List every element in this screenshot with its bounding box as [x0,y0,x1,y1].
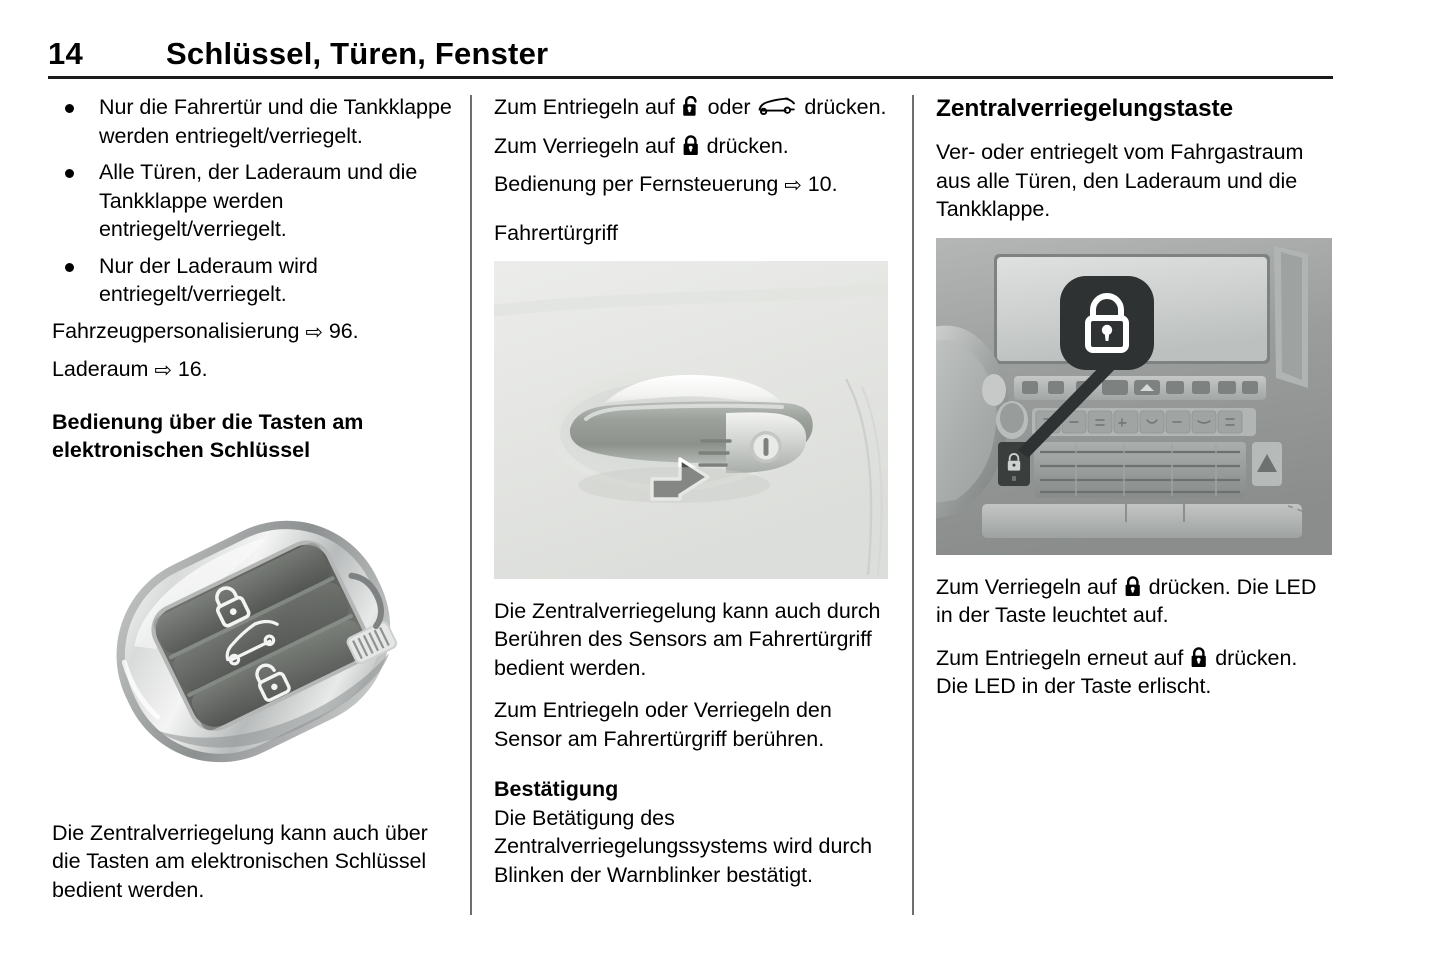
lock-icon [682,134,700,156]
cross-reference-page: 96. [328,318,359,343]
lock-instruction: Zum Verriegeln auf drücken. [494,132,890,161]
right-lock-suffix: drücken. Die LED in der Taste leuchtet a… [936,574,1317,628]
lock-icon [1124,575,1142,597]
list-item-label: Alle Türen, der Laderaum und die Tankkla… [99,160,418,241]
right-lock-prefix: Zum Verriegeln auf [936,574,1117,599]
left-closing-paragraph: Die Zentralverriegelung kann auch über d… [52,820,428,902]
unlock-instruction-suffix: drücken. [804,95,887,119]
confirmation-paragraph: Die Betätigung des Zentralverriegelungss… [494,805,873,887]
bullet-dot-icon [65,169,74,178]
lock-icon [1190,646,1208,668]
cross-reference-label: Bedienung per Fernsteuerung [494,172,779,196]
lock-instruction-suffix: drücken. [706,133,789,158]
figure-electronic-key [52,475,452,801]
figure-title-door-handle: Fahrertürgriff [494,220,618,245]
right-unlock-instruction: Zum Entriegeln erneut auf drücken. Die L… [936,644,1334,701]
reference-arrow-icon: ⇨ [305,320,323,344]
cross-reference-remote: Bedienung per Fernsteuerung ⇨ 10. [494,170,890,199]
column-divider-1 [470,95,472,915]
right-lock-instruction: Zum Verriegeln auf drücken. Die LED in d… [936,573,1334,630]
section-heading-central-locking-button: Zentralverriegelungstaste [936,95,1234,122]
confirmation-heading: Bestätigung [494,777,619,801]
cross-reference-cargo: Laderaum ⇨ 16. [52,355,452,384]
reference-arrow-icon: ⇨ [154,359,172,382]
bullet-dot-icon [65,262,74,272]
lock-instruction-prefix: Zum Verriegeln auf [494,133,675,158]
page-header: 14 Schlüssel, Türen, Fenster [48,34,1333,78]
header-rule [48,76,1333,79]
cross-reference-page: 10. [807,172,838,196]
middle-column: Zum Entriegeln auf oder [494,93,890,903]
page-number: 14 [48,36,83,71]
cross-reference-vehicle-personalisation: Fahrzeugpersonalisierung ⇨ 96. [52,317,452,346]
subheading-key-buttons: Bedienung über die Tasten am elektronisc… [52,409,364,463]
list-item: Nur der Laderaum wird entriegelt/verrieg… [52,252,452,309]
reference-arrow-icon: ⇨ [784,174,802,197]
cross-reference-label: Fahrzeugpersonalisierung [52,318,300,343]
list-item-label: Nur der Laderaum wird entriegelt/verrieg… [99,253,318,307]
chapter-title: Schlüssel, Türen, Fenster [166,36,549,71]
right-intro-paragraph: Ver- oder entriegelt vom Fahrgastraum au… [936,140,1304,221]
bullet-dot-icon [65,104,74,113]
content-columns: Nur die Fahrertür und die Tankklappe wer… [0,93,1445,918]
right-unlock-suffix: drücken. Die LED in der Taste erlischt. [936,645,1298,699]
list-item-label: Nur die Fahrertür und die Tankklappe wer… [99,95,452,148]
unlock-instruction-prefix: Zum Entriegeln auf [494,95,675,119]
unlock-instruction: Zum Entriegeln auf oder [494,93,890,122]
figure-driver-door-handle [494,260,888,579]
middle-paragraph-2: Zum Entriegeln oder Verriegeln den Senso… [494,698,832,751]
middle-paragraph-1: Die Zentralverriegelung kann auch durch … [494,598,881,680]
locking-modes-list: Nur die Fahrertür und die Tankklappe wer… [52,93,452,309]
right-column: Zentralverriegelungstaste Ver- oder entr… [936,93,1334,715]
cross-reference-label: Laderaum [52,357,149,381]
tailgate-car-icon [757,96,797,117]
figure-dashboard-central-locking [936,237,1332,555]
list-item: Nur die Fahrertür und die Tankklappe wer… [52,93,452,150]
cross-reference-page: 16. [177,357,208,381]
left-column: Nur die Fahrertür und die Tankklappe wer… [52,93,452,918]
right-unlock-prefix: Zum Entriegeln erneut auf [936,645,1184,670]
unlock-icon [682,96,701,117]
column-divider-2 [912,95,914,915]
unlock-instruction-middle: oder [707,95,751,119]
list-item: Alle Türen, der Laderaum und die Tankkla… [52,158,452,244]
